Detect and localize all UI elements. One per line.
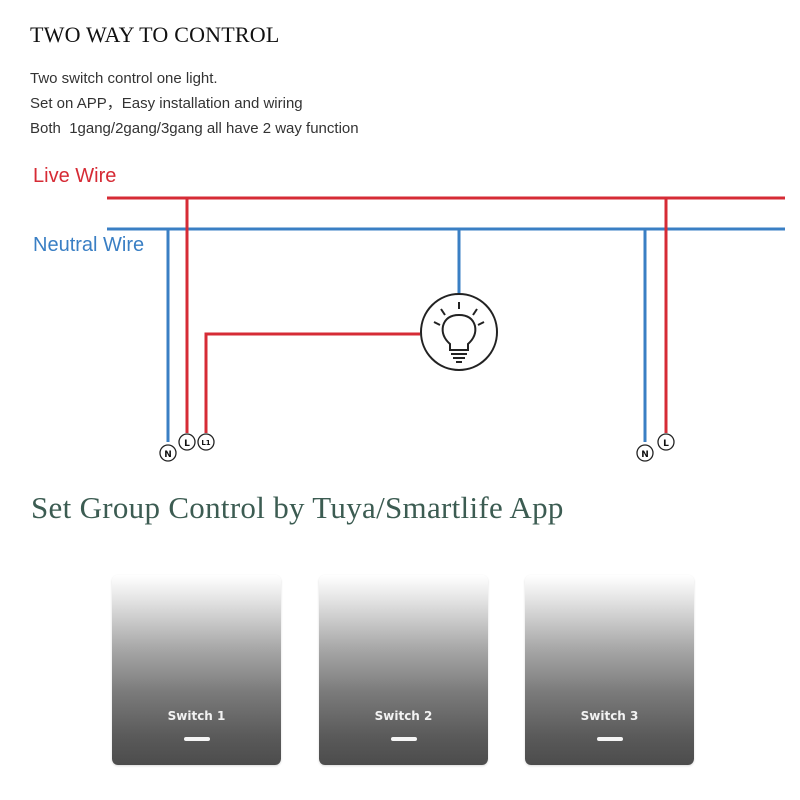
- terminal-label: N: [641, 450, 649, 460]
- description-line: Set on APP，Easy installation and wiring: [30, 95, 303, 112]
- switch-label: Switch 1: [167, 709, 226, 723]
- terminal-l-right: L: [657, 433, 675, 451]
- lamp-return-wire: [204, 332, 420, 433]
- description-line: Two switch control one light.: [30, 70, 218, 87]
- switch-2-button[interactable]: Switch 2: [319, 575, 488, 765]
- terminal-n-left: N: [159, 444, 177, 462]
- switch-label: Switch 3: [580, 709, 639, 723]
- terminal-n-right: N: [636, 444, 654, 462]
- terminal-label: N: [164, 450, 172, 460]
- terminal-label: L: [184, 439, 190, 449]
- switch-label: Switch 2: [374, 709, 433, 723]
- neutral-wire-label: Neutral Wire: [33, 234, 145, 256]
- page-title: TWO WAY TO CONTROL: [30, 22, 280, 47]
- switch-indicator: [596, 737, 623, 741]
- switch-3-button[interactable]: Switch 3: [525, 575, 694, 765]
- terminal-l-left: L: [178, 433, 196, 451]
- switch-1-button[interactable]: Switch 1: [112, 575, 281, 765]
- terminal-label: L: [663, 439, 669, 449]
- switch-indicator: [183, 737, 210, 741]
- light-bulb-icon: [420, 293, 498, 371]
- terminal-l1-left: L1: [197, 433, 215, 451]
- terminal-label: L1: [201, 439, 210, 447]
- group-control-title: Set Group Control by Tuya/Smartlife App: [31, 490, 564, 525]
- switch-indicator: [390, 737, 417, 741]
- description-line: Both 1gang/2gang/3gang all have 2 way fu…: [30, 120, 359, 137]
- live-wire-label: Live Wire: [33, 165, 117, 187]
- description: Two switch control one light. Set on APP…: [30, 66, 359, 141]
- wiring-diagram: N L L1 N L: [107, 196, 785, 462]
